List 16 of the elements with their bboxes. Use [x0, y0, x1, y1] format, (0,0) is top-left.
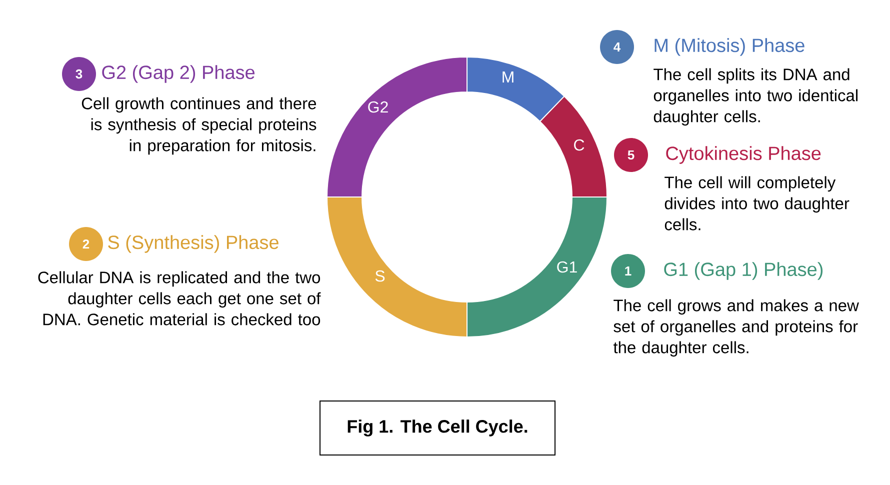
phase-heading: S (Synthesis) Phase — [108, 235, 278, 253]
caption-box: Fig 1. The Cell Cycle. — [320, 400, 556, 456]
ring-segment: C — [539, 96, 608, 198]
ring-segment: M — [466, 56, 565, 122]
phase-description: Cell growth continues and there is synthesis of special proteins in preparation for mitosis. — [82, 97, 316, 155]
phase-heading: Cytokinesis Phase — [666, 146, 821, 164]
phase-description: Cellular DNA is replicated and the two daughter cells each get one set of DNA. Genetic material is checked too — [38, 271, 321, 326]
phase-heading: G2 (Gap 2) Phase — [102, 65, 255, 83]
phase-description: The cell will completely divides into two daughter cells. — [664, 176, 850, 230]
phase-description: The cell splits its DNA and organelles into two identical daughter cells. — [654, 68, 858, 126]
phase-heading: G1 (Gap 1) Phase) — [664, 262, 823, 280]
ring-segment: S — [326, 196, 468, 338]
ring-segment: G2 — [326, 56, 468, 198]
ring-segment: G1 — [466, 196, 608, 338]
phase-heading: M (Mitosis) Phase — [654, 38, 804, 56]
phase-description: The cell grows and makes a new set of organelles and proteins for the daughter cells. — [613, 299, 859, 357]
